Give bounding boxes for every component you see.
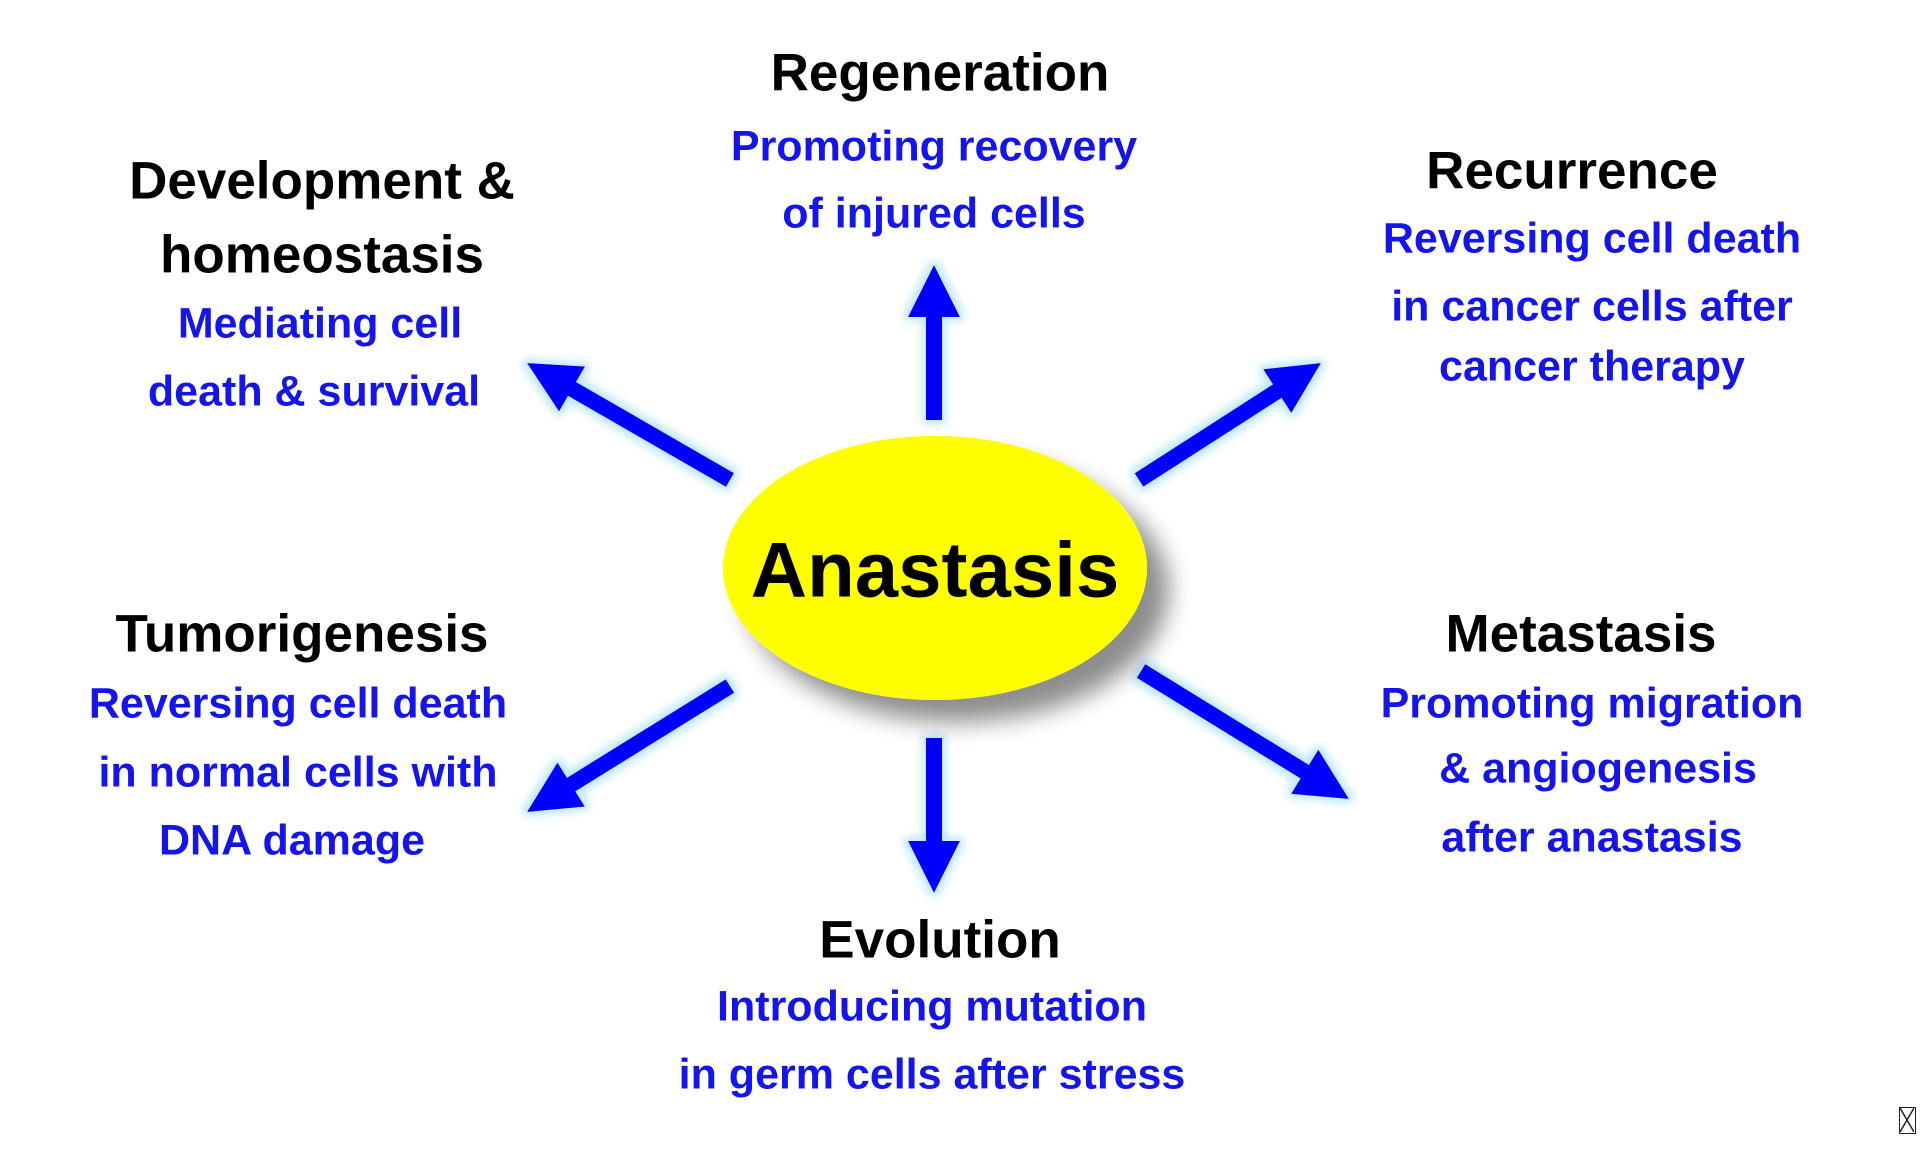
regeneration-desc-line: Promoting recovery (730, 122, 1138, 171)
tumorigenesis-desc-line: Reversing cell death (88, 679, 508, 728)
arrow-to-evolution (908, 738, 960, 893)
evolution-title: Evolution (819, 910, 1061, 970)
center-label: Anastasis (750, 525, 1120, 614)
development-title-line: homeostasis (159, 225, 485, 285)
tumorigenesis-desc-line: DNA damage (158, 816, 426, 865)
evolution-desc-line: in germ cells after stress (678, 1050, 1186, 1099)
evolution-desc-line: Introducing mutation (717, 982, 1147, 1031)
arrow-to-development (527, 363, 734, 487)
tumorigenesis-desc-line: in normal cells with (98, 748, 498, 797)
metastasis-desc-line: Promoting migration (1380, 679, 1804, 728)
development-desc-line: Mediating cell (177, 299, 463, 348)
arrow-to-tumorigenesis (527, 679, 735, 812)
recurrence-title: Recurrence (1426, 141, 1718, 201)
regeneration-desc-line: of injured cells (782, 189, 1086, 238)
broken-image-icon (1899, 1107, 1916, 1134)
center-ellipse (723, 436, 1147, 700)
development-title-line: Development & (129, 151, 515, 211)
arrow-to-regeneration (908, 265, 960, 420)
recurrence-desc-line: in cancer cells after (1391, 282, 1793, 331)
metastasis-desc-line: & angiogenesis (1439, 744, 1757, 793)
regeneration-title: Regeneration (770, 43, 1110, 103)
development-desc-line: death & survival (147, 367, 481, 416)
metastasis-desc-line: after anastasis (1441, 813, 1743, 862)
arrow-to-metastasis (1136, 664, 1349, 799)
recurrence-desc-line: Reversing cell death (1382, 214, 1802, 263)
metastasis-title: Metastasis (1445, 604, 1717, 664)
arrow-to-recurrence (1134, 363, 1321, 487)
tumorigenesis-title: Tumorigenesis (115, 604, 489, 664)
recurrence-desc-line: cancer therapy (1439, 342, 1745, 391)
